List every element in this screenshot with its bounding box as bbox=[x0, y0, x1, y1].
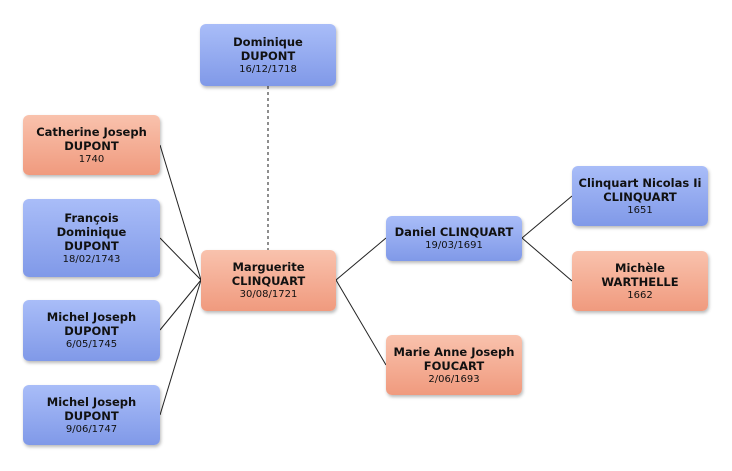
person-card-marguerite-clinquart[interactable]: Marguerite CLINQUART 30/08/1721 bbox=[201, 250, 336, 311]
person-surname: DUPONT bbox=[64, 324, 119, 338]
person-card-nicolas-clinquart[interactable]: Clinquart Nicolas Ii CLINQUART 1651 bbox=[572, 166, 708, 226]
person-surname: FOUCART bbox=[423, 358, 485, 373]
person-surname: DUPONT bbox=[64, 408, 119, 423]
person-card-michele-warthelle[interactable]: Michèle WARTHELLE 1662 bbox=[572, 251, 708, 311]
person-date: 6/05/1745 bbox=[65, 339, 118, 350]
person-date: 18/02/1743 bbox=[62, 253, 121, 265]
parent-link-daniel bbox=[335, 237, 387, 281]
person-date: 1740 bbox=[78, 153, 105, 165]
person-card-francois-dupont[interactable]: François Dominique DUPONT 18/02/1743 bbox=[23, 199, 160, 277]
parent-link-nicolas bbox=[521, 195, 573, 239]
person-given-name: Michel Joseph bbox=[46, 394, 137, 409]
person-given-name: Marie Anne Joseph bbox=[393, 344, 515, 359]
person-date: 19/03/1691 bbox=[425, 240, 483, 251]
person-given-name: Michel Joseph bbox=[46, 310, 137, 324]
person-card-marie-foucart[interactable]: Marie Anne Joseph FOUCART 2/06/1693 bbox=[386, 335, 522, 395]
person-date: 1651 bbox=[627, 204, 653, 216]
person-surname: WARTHELLE bbox=[601, 274, 679, 289]
person-card-dominique-dupont[interactable]: Dominique DUPONT 16/12/1718 bbox=[200, 24, 336, 86]
child-link-michel-1747 bbox=[159, 279, 202, 416]
person-date: 9/06/1747 bbox=[65, 423, 118, 435]
person-card-daniel-clinquart[interactable]: Daniel CLINQUART 19/03/1691 bbox=[386, 216, 522, 261]
parent-link-michele bbox=[521, 237, 573, 282]
person-given-name: François Dominique bbox=[56, 210, 127, 239]
child-link-catherine bbox=[159, 144, 202, 281]
person-card-michel-dupont-1745[interactable]: Michel Joseph DUPONT 6/05/1745 bbox=[23, 300, 160, 361]
person-given-name: Michèle bbox=[615, 260, 665, 275]
child-link-michel-1745 bbox=[159, 279, 202, 331]
person-card-catherine-dupont[interactable]: Catherine Joseph DUPONT 1740 bbox=[23, 115, 160, 175]
person-given-name: Catherine Joseph bbox=[36, 124, 147, 139]
person-date: 30/08/1721 bbox=[239, 289, 298, 300]
person-surname: DUPONT bbox=[240, 48, 296, 63]
person-date: 2/06/1693 bbox=[428, 373, 480, 385]
person-given-name: Clinquart Nicolas Ii bbox=[578, 175, 702, 190]
person-given-name: Marguerite bbox=[232, 260, 305, 274]
person-surname: CLINQUART bbox=[231, 274, 306, 288]
person-full-name: Daniel CLINQUART bbox=[394, 225, 514, 239]
person-surname: CLINQUART bbox=[603, 189, 677, 204]
person-surname: DUPONT bbox=[64, 238, 119, 253]
person-given-name: Dominique bbox=[233, 34, 303, 49]
person-date: 16/12/1718 bbox=[239, 63, 297, 75]
parent-link-marie bbox=[335, 279, 387, 366]
child-link-francois bbox=[159, 237, 202, 281]
person-date: 1662 bbox=[627, 289, 653, 301]
person-card-michel-dupont-1747[interactable]: Michel Joseph DUPONT 9/06/1747 bbox=[23, 385, 160, 445]
person-surname: DUPONT bbox=[64, 138, 119, 153]
